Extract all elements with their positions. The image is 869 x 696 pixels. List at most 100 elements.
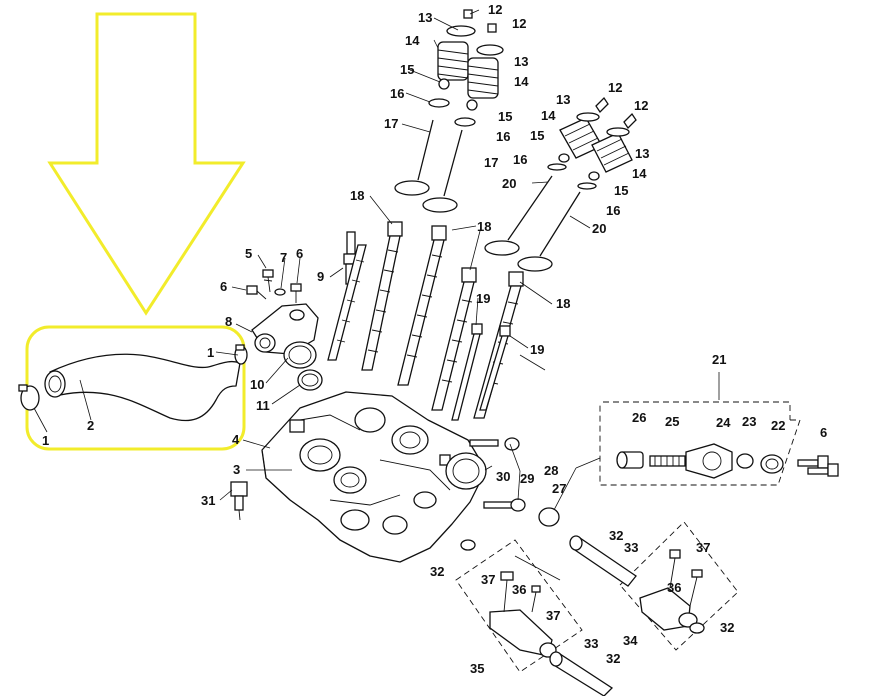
callout-15-a: 15 — [400, 62, 414, 77]
callout-32-d: 32 — [606, 651, 620, 666]
callout-6-left: 6 — [220, 279, 227, 294]
callout-1-right: 1 — [207, 345, 214, 360]
thermostat-ring — [283, 341, 317, 369]
valve-20-left — [484, 175, 553, 256]
bolt-19-a — [451, 323, 483, 421]
callout-32-a: 32 — [609, 528, 623, 543]
callout-23: 23 — [742, 414, 756, 429]
callout-18-c: 18 — [556, 296, 570, 311]
keeper-12-b — [487, 23, 497, 33]
head-bolt-18-c — [431, 267, 477, 411]
callout-22: 22 — [771, 418, 785, 433]
callout-14-b: 14 — [514, 74, 529, 89]
callout-15-b: 15 — [498, 109, 512, 124]
callout-28: 28 — [544, 463, 558, 478]
bolt-5 — [262, 269, 274, 293]
head-bolt-18-a — [361, 221, 403, 371]
leader-lines — [33, 9, 591, 501]
callout-16-b: 16 — [496, 129, 510, 144]
callout-4: 4 — [232, 432, 240, 447]
callout-14-a: 14 — [405, 33, 420, 48]
callout-18-b: 18 — [477, 219, 491, 234]
valve-spring-14-b — [467, 57, 499, 99]
o-ring-27 — [538, 507, 560, 527]
nut-28-lower — [510, 498, 526, 512]
head-bolt-18-e — [327, 244, 367, 361]
tensioner-spring-25 — [649, 455, 686, 467]
bolt-6-left — [246, 285, 267, 300]
callout-33-a: 33 — [624, 540, 638, 555]
o-ring-32-left — [460, 539, 476, 551]
callout-35: 35 — [470, 661, 484, 676]
bolt-6-right-a — [797, 455, 829, 469]
callout-26: 26 — [632, 410, 646, 425]
callout-12-d: 12 — [634, 98, 648, 113]
callout-6-top: 6 — [296, 246, 303, 261]
callout-37-a: 37 — [481, 572, 495, 587]
callout-33-b: 33 — [584, 636, 598, 651]
callout-1-left: 1 — [42, 433, 49, 448]
hose-clamp-right — [234, 344, 248, 365]
temperature-sensor — [230, 481, 248, 521]
retainer-13-c — [576, 112, 600, 122]
callout-11: 11 — [256, 398, 270, 413]
tensioner-cap-26 — [616, 451, 644, 469]
keeper-12-d — [623, 112, 637, 130]
cylinder-head — [261, 391, 487, 563]
callout-6-right: 6 — [820, 425, 827, 440]
keeper-12-a — [463, 9, 473, 19]
callout-17-a: 17 — [384, 116, 398, 131]
callout-17-b: 17 — [484, 155, 498, 170]
washer-16-a — [428, 98, 450, 108]
callout-32-b: 32 — [430, 564, 444, 579]
rocker-assembly-35 — [455, 539, 583, 673]
callout-2: 2 — [87, 418, 94, 433]
o-ring-11 — [297, 369, 323, 391]
callout-15-c: 15 — [530, 128, 544, 143]
callout-13-a: 13 — [418, 10, 432, 25]
coolant-hose — [44, 353, 241, 422]
stud-29-lower — [483, 501, 513, 509]
callout-13-d: 13 — [635, 146, 649, 161]
valve-seal-15-b — [466, 99, 478, 111]
bolt-6-right-b — [807, 463, 839, 477]
callout-24: 24 — [716, 415, 731, 430]
callout-36-b: 36 — [667, 580, 681, 595]
highlight-arrow — [47, 12, 246, 316]
valve-seal-15-a — [438, 78, 450, 90]
callout-14-d: 14 — [632, 166, 647, 181]
callout-16-c: 16 — [513, 152, 527, 167]
o-ring-32-right — [689, 622, 705, 634]
callout-12-c: 12 — [608, 80, 622, 95]
callout-25: 25 — [665, 414, 679, 429]
washer-16-d — [577, 182, 597, 190]
callout-7: 7 — [280, 250, 287, 265]
callout-5: 5 — [245, 246, 252, 261]
callout-12-b: 12 — [512, 16, 526, 31]
head-bolt-18-b — [397, 225, 447, 386]
callout-21: 21 — [712, 352, 726, 367]
bolt-19-b — [479, 325, 511, 411]
callout-37-b: 37 — [546, 608, 560, 623]
callout-13-c: 13 — [556, 92, 570, 107]
valve-17-left — [394, 119, 434, 196]
callout-14-c: 14 — [541, 108, 556, 123]
washer-16-c — [547, 163, 567, 171]
callout-27: 27 — [552, 481, 566, 496]
callout-32-c: 32 — [720, 620, 734, 635]
callout-9: 9 — [317, 269, 324, 284]
callout-16-a: 16 — [390, 86, 404, 101]
callout-13-b: 13 — [514, 54, 528, 69]
tensioner-body-24 — [685, 443, 733, 479]
keeper-12-c — [595, 96, 609, 114]
callout-20-a: 20 — [502, 176, 516, 191]
washer-7 — [274, 288, 286, 296]
dowel-pin-33-upper — [569, 535, 637, 587]
callout-29: 29 — [520, 471, 534, 486]
bolt-6-top — [290, 283, 302, 303]
callout-12-a: 12 — [488, 2, 502, 17]
callout-37-c: 37 — [696, 540, 710, 555]
valve-seal-15-d — [588, 171, 600, 181]
callout-16-d: 16 — [606, 203, 620, 218]
